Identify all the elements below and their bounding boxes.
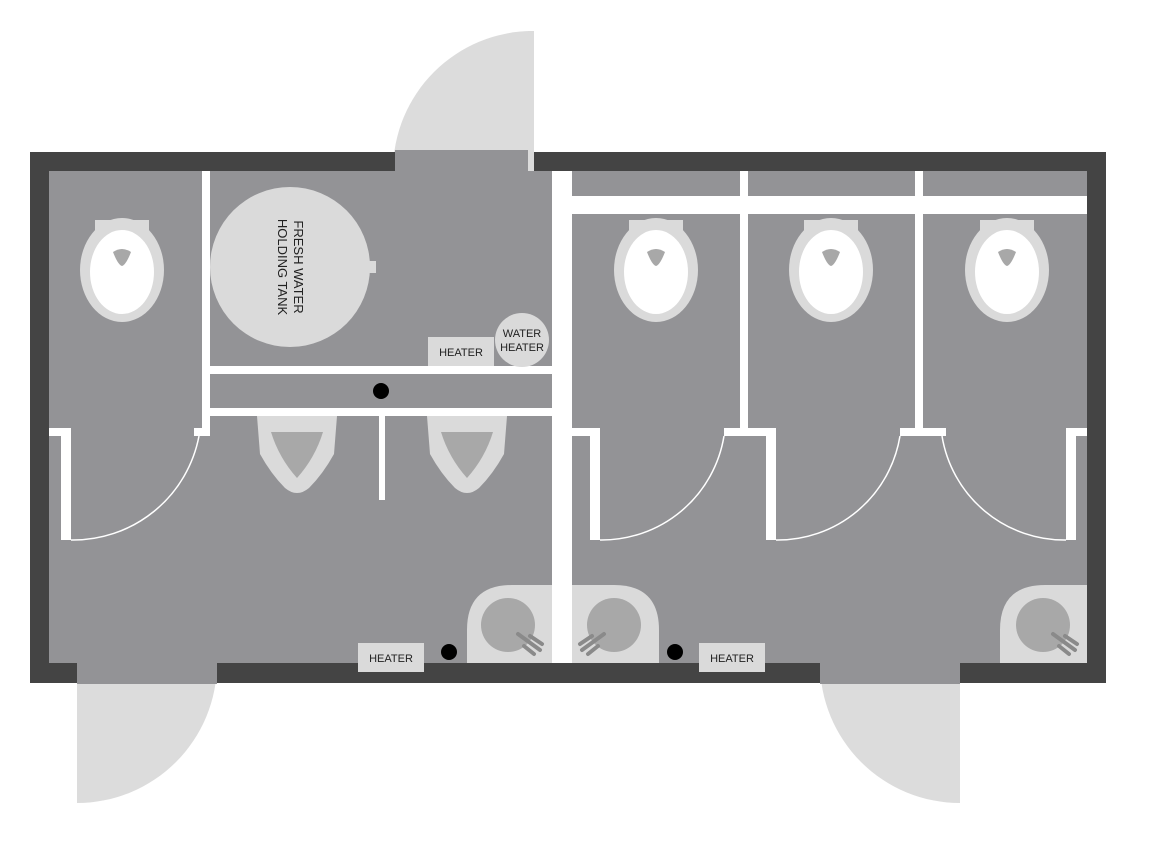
right-stalls-back-wall	[572, 196, 1087, 214]
heater-bottom-right: HEATER	[699, 643, 765, 672]
floor-drain-utility	[373, 383, 389, 399]
tank-label-line2: HOLDING TANK	[275, 219, 290, 316]
tank-label-line1: FRESH WATER	[291, 220, 306, 313]
heater-bottom-left: HEATER	[358, 643, 424, 672]
top-door-leaf	[528, 31, 534, 171]
heater-top: HEATER	[428, 337, 494, 366]
water-heater-label-line2: HEATER	[500, 342, 544, 354]
bottom-right-door-swing	[820, 663, 960, 803]
bottom-left-door-swing	[77, 663, 217, 803]
utility-wall-bottom	[210, 408, 552, 416]
stall-divider-2	[915, 171, 923, 436]
urinal-right	[427, 416, 507, 493]
svg-text:HEATER: HEATER	[369, 653, 413, 665]
urinal-divider	[379, 416, 385, 500]
fresh-water-tank: FRESH WATER HOLDING TANK	[210, 187, 376, 347]
sink-center	[572, 585, 659, 663]
floor-drain-left	[441, 644, 457, 660]
sink-left	[467, 585, 552, 663]
toilet-right-1	[614, 218, 698, 322]
water-heater: WATER HEATER	[495, 313, 549, 367]
sink-right	[1000, 585, 1087, 663]
toilet-right-2	[789, 218, 873, 322]
urinal-left	[257, 416, 337, 493]
svg-text:HEATER: HEATER	[439, 347, 483, 359]
top-door-swing	[393, 31, 533, 171]
top-door-opening	[395, 150, 528, 172]
water-heater-label-line1: WATER	[503, 328, 542, 340]
floor-drain-right	[667, 644, 683, 660]
left-stall-wall	[202, 171, 210, 436]
stall-doors	[49, 428, 1087, 541]
utility-wall-top	[210, 366, 552, 374]
toilet-left	[80, 218, 164, 322]
center-wall	[552, 171, 572, 663]
stall-divider-1	[740, 171, 748, 436]
bottom-right-door-opening	[820, 662, 960, 684]
toilet-right-3	[965, 218, 1049, 322]
svg-text:HEATER: HEATER	[710, 653, 754, 665]
bottom-left-door-opening	[77, 662, 217, 684]
